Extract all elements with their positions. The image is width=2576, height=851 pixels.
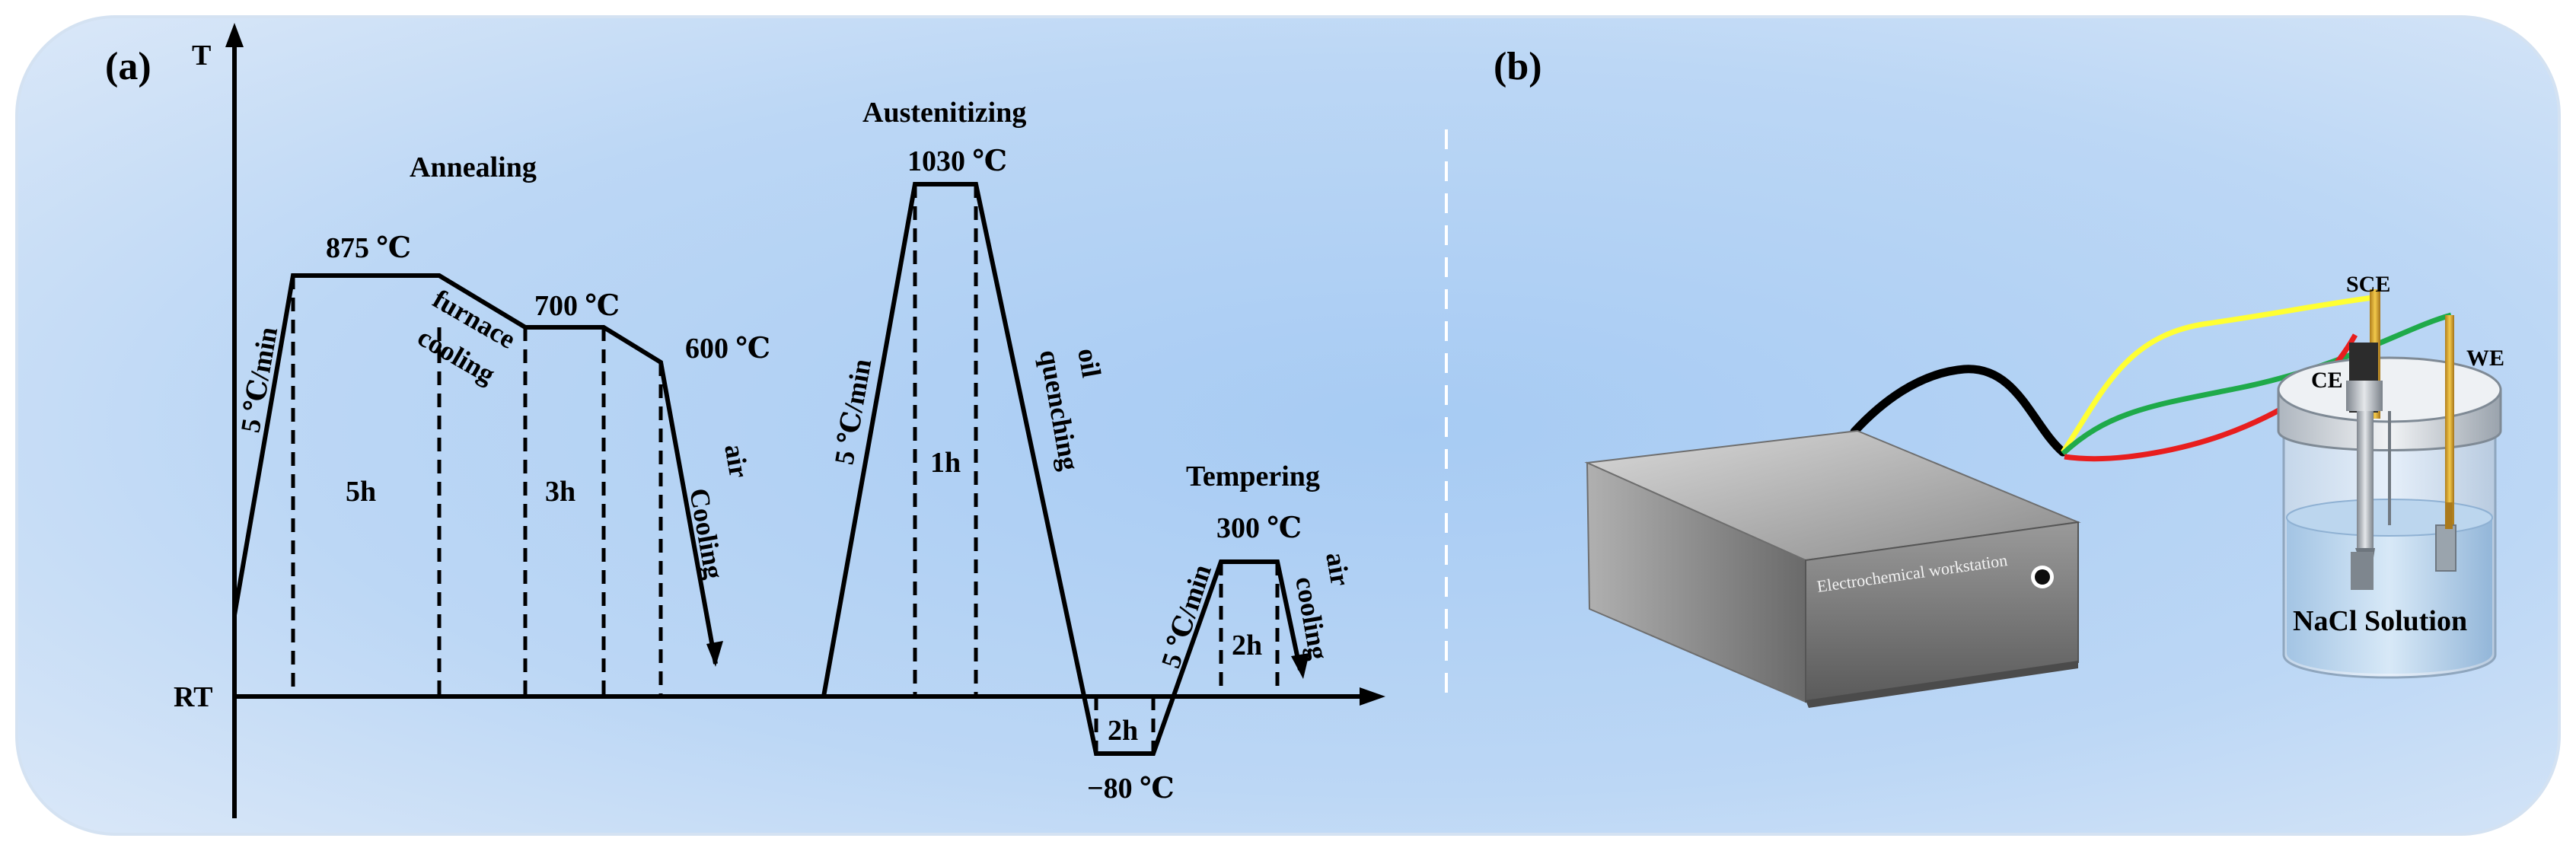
air-label-2: air: [1320, 550, 1356, 588]
temp-600-label: 600 ℃: [685, 333, 770, 365]
panel-a-label: (a): [105, 45, 151, 88]
air-label-1: air: [719, 441, 754, 480]
duration-5h: 5h: [346, 476, 376, 508]
sce-label: SCE: [2346, 272, 2390, 297]
annealing-cooling-arrow: [706, 641, 723, 667]
y-axis-label: T: [192, 40, 211, 72]
tempering-cooling-arrow: [1291, 653, 1309, 679]
duration-3h: 3h: [545, 476, 575, 508]
annealing-label: Annealing: [410, 151, 537, 183]
austenitizing-label: Austenitizing: [862, 97, 1026, 129]
x-axis-label: RT: [174, 681, 212, 713]
heat-treatment-diagram: (a) T RT Annealing Austenitizing: [105, 23, 1385, 818]
temp-875-label: 875 ℃: [326, 232, 411, 264]
duration-2h-cryo: 2h: [1108, 715, 1138, 747]
oil-label: oil: [1072, 346, 1107, 379]
we-label: WE: [2466, 346, 2504, 371]
stage-dividers: [291, 184, 1280, 754]
temperature-profile-austenitizing: [821, 182, 1302, 756]
we-electrode: [2445, 315, 2454, 528]
duration-2h-tempering: 2h: [1232, 629, 1262, 661]
temp-300-label: 300 ℃: [1216, 512, 1302, 544]
ce-label: CE: [2311, 368, 2343, 393]
electrochemical-setup: (b) Electrochemical workstation: [1494, 45, 2504, 708]
temp-700-label: 700 ℃: [534, 290, 620, 322]
green-wire: [2061, 312, 2452, 456]
background-panel: [15, 15, 2561, 836]
temp-1030-label: 1030 ℃: [907, 145, 1007, 177]
electrochemical-cell: [2277, 289, 2502, 679]
x-axis-arrow: [1360, 687, 1385, 706]
solution-label: NaCl Solution: [2293, 605, 2467, 637]
yellow-wire: [2061, 294, 2380, 454]
black-cable: [1850, 365, 2067, 457]
electrochemical-workstation: Electrochemical workstation: [1584, 429, 2081, 708]
temp-minus80-label: −80 ℃: [1087, 773, 1175, 805]
tempering-label: Tempering: [1186, 461, 1320, 492]
duration-1h: 1h: [930, 447, 961, 479]
y-axis-arrow: [225, 23, 244, 47]
panel-b-label: (b): [1494, 45, 1542, 88]
